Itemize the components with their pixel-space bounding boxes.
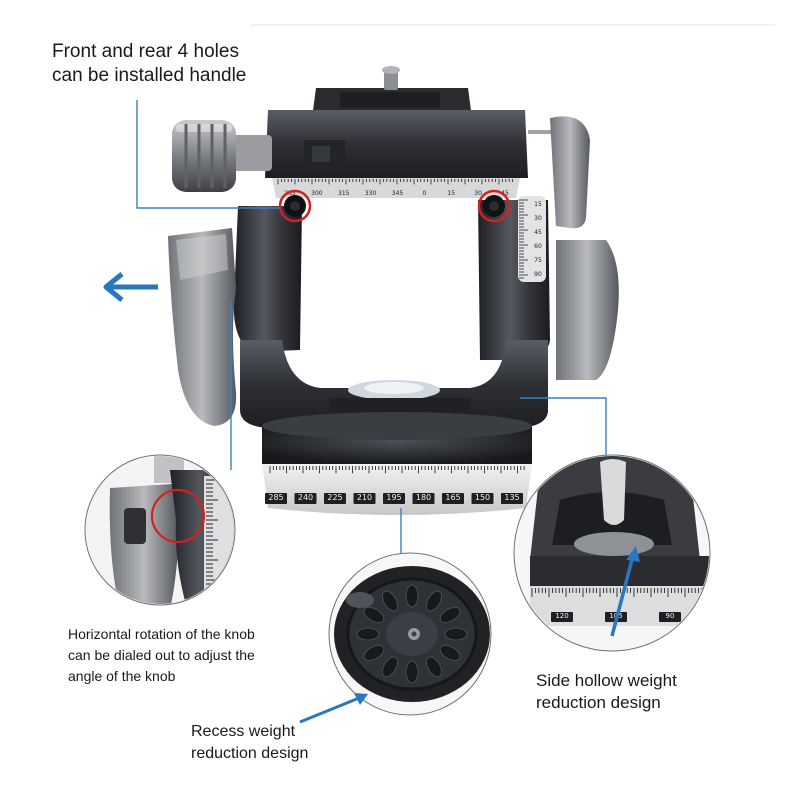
caption-knob-rotation: Horizontal rotation of the knob can be d…	[68, 624, 255, 687]
caption-line: Horizontal rotation of the knob	[68, 626, 255, 642]
callout-line-holes	[136, 100, 280, 209]
side-arrow	[610, 546, 640, 637]
recess-slot	[439, 606, 461, 624]
callout-line-side	[520, 397, 607, 456]
detail-knob	[84, 454, 236, 606]
dial-label: 90	[534, 271, 542, 278]
recess-slot	[405, 584, 419, 608]
label-badge	[442, 493, 464, 504]
dial-label: 90	[666, 612, 675, 620]
caption-side-hollow: Side hollow weight reduction design	[536, 670, 677, 714]
detail-side-ticks	[531, 588, 706, 597]
pan-scale-band	[272, 178, 520, 198]
caption-front-rear-holes: Front and rear 4 holes can be installed …	[52, 40, 246, 88]
label-badge	[265, 493, 287, 504]
recess-slot	[439, 644, 461, 662]
tilt-scale-labels: 15 30 45 60 75 90	[534, 201, 542, 278]
plate-screw	[384, 70, 398, 90]
recess-slot	[356, 627, 380, 641]
recess-slots	[356, 584, 468, 684]
label-badge	[551, 612, 573, 622]
recess-slot	[363, 644, 385, 662]
dial-label: 285	[268, 493, 283, 502]
dial-label: 225	[327, 493, 342, 502]
dial-label: 60	[534, 243, 542, 250]
dial-label: 30	[534, 215, 542, 222]
fluid-head: 285 300 315 330 345 0 15 30 45	[103, 66, 619, 515]
dial-label: 135	[504, 493, 519, 502]
detail-knob-highlight	[150, 488, 206, 544]
label-badge	[471, 493, 494, 504]
recess-arrow	[299, 693, 368, 724]
clamp-knob	[172, 120, 272, 192]
tilt-scale-ticks	[519, 199, 528, 279]
dial-label: 240	[298, 493, 313, 502]
label-badge	[383, 493, 405, 504]
recess-slot	[444, 627, 468, 641]
label-badge	[294, 493, 317, 504]
dial-label: 15	[534, 201, 542, 208]
detail-recess	[299, 552, 492, 724]
recess-slot	[381, 656, 399, 678]
caption-line: Front and rear 4 holes	[52, 41, 239, 62]
highlight-circle-right	[477, 189, 511, 223]
drag-knob	[556, 240, 619, 380]
handle-hole-left	[284, 195, 306, 217]
dial-label: 300	[311, 190, 323, 197]
caption-line: can be dialed out to adjust the	[68, 647, 255, 663]
dial-label: 120	[555, 612, 568, 620]
dial-label: 330	[365, 190, 377, 197]
dial-label: 150	[475, 493, 490, 502]
pan-scale-ticks	[277, 179, 513, 185]
dial-label: 180	[416, 493, 431, 502]
recess-slot	[425, 590, 443, 612]
caption-recess-weight: Recess weight reduction design	[191, 721, 308, 765]
caption-line: reduction design	[191, 745, 309, 762]
dial-label: 30	[474, 190, 482, 197]
highlight-circle-left	[278, 189, 312, 223]
dial-label: 0	[422, 190, 426, 197]
label-badge	[501, 493, 523, 504]
dial-label: 210	[357, 493, 372, 502]
base-scale-labels: 285 240 225 210 195 180 165 150 135	[265, 493, 523, 504]
base-scale-ticks	[269, 466, 525, 474]
dial-label: 45	[534, 229, 542, 236]
direction-arrow	[103, 272, 158, 302]
dial-label: 75	[534, 257, 542, 264]
label-badge	[353, 493, 376, 504]
caption-line: reduction design	[536, 693, 661, 712]
label-badge	[324, 493, 346, 504]
recess-slot	[381, 590, 399, 612]
dial-label: 315	[338, 190, 350, 197]
dial-label: 45	[501, 190, 509, 197]
callout-lines	[136, 100, 607, 555]
caption-line: can be installed handle	[52, 65, 247, 86]
yoke	[240, 340, 548, 428]
dial-label: 15	[447, 190, 455, 197]
label-badge	[659, 612, 681, 622]
caption-line: angle of the knob	[68, 668, 176, 684]
caption-line: Recess weight	[191, 723, 296, 740]
handle-hole-right	[483, 195, 505, 217]
caption-line: Side hollow weight	[536, 671, 677, 690]
left-arm	[233, 206, 302, 352]
dial-label: 165	[445, 493, 460, 502]
tilt-scale	[518, 196, 546, 282]
pan-scale-labels: 285 300 315 330 345 0 15 30 45	[284, 190, 509, 197]
recess-slot	[425, 656, 443, 678]
recess-slot	[405, 660, 419, 684]
dial-label: 285	[284, 190, 296, 197]
recess-slot	[363, 606, 385, 624]
safety-lock-knob	[528, 116, 590, 229]
base-scale-ring	[262, 464, 532, 515]
detail-side: 12010590	[513, 454, 711, 652]
label-badge	[412, 493, 435, 504]
dial-label: 195	[386, 493, 401, 502]
dial-label: 345	[392, 190, 404, 197]
